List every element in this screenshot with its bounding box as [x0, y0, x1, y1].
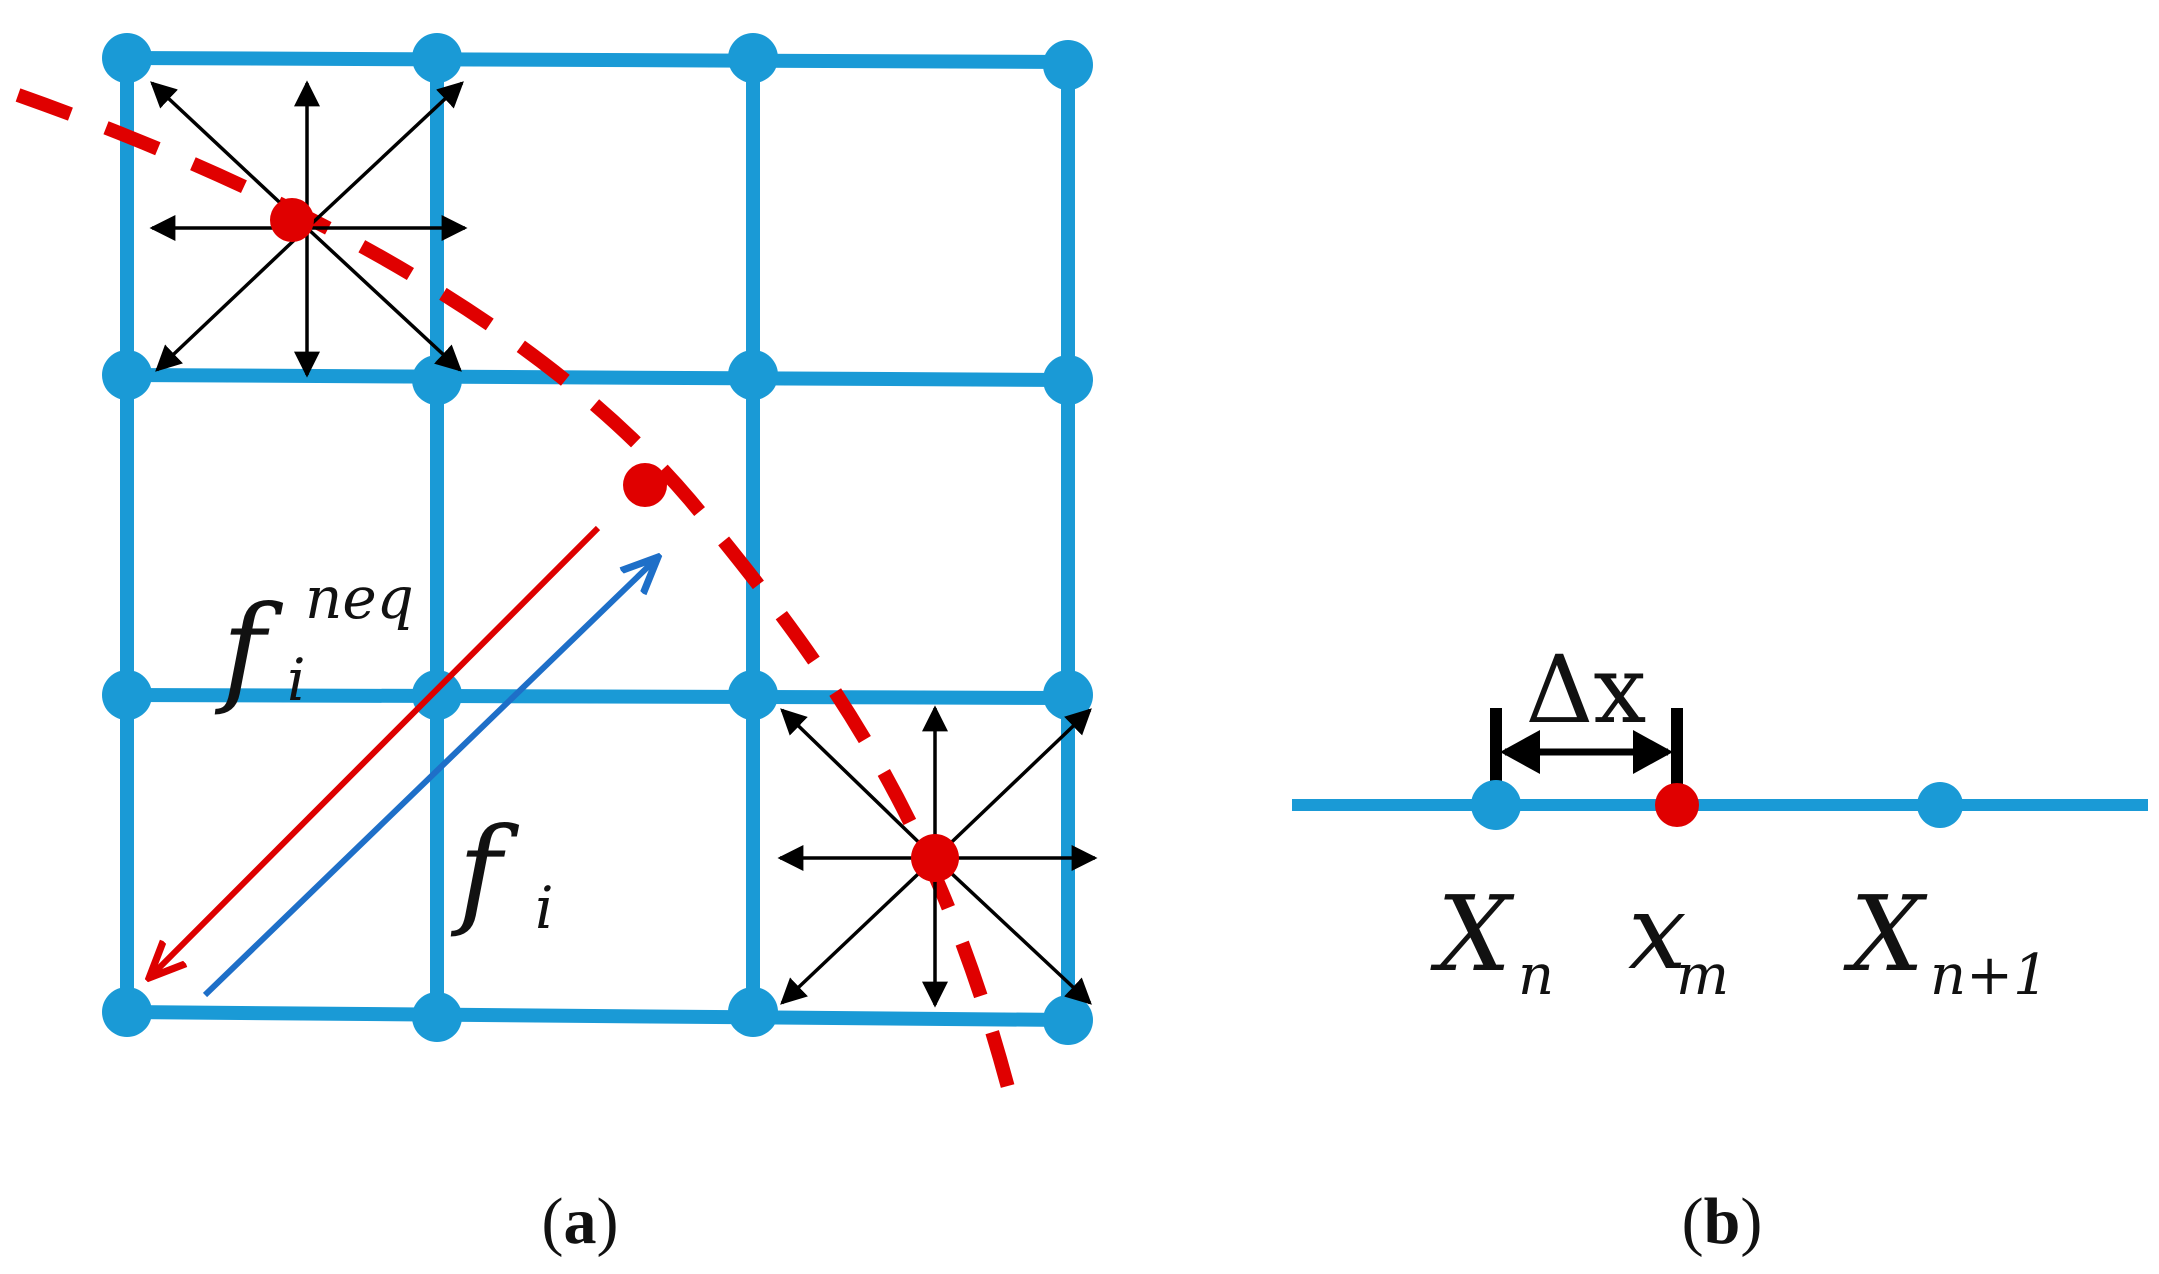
lattice-node	[728, 670, 778, 720]
lattice-node	[728, 987, 778, 1037]
lattice-nodes	[102, 33, 1093, 1045]
grid-line-h2	[120, 368, 1075, 387]
lattice-node	[1043, 40, 1093, 90]
lattice-node	[102, 987, 152, 1037]
lattice-node-xn	[1471, 780, 1521, 830]
label-f-i-base: f	[450, 802, 520, 940]
label-xn-subscript: n	[1518, 943, 1554, 1008]
label-xn1-subscript: n+1	[1930, 943, 2049, 1008]
boundary-point-top	[270, 198, 314, 242]
lattice-node	[1043, 670, 1093, 720]
boundary-point-xm	[1655, 783, 1699, 827]
velocity-arrow	[933, 856, 1092, 1005]
boundary-point-bottom	[911, 834, 959, 882]
lattice-node	[102, 670, 152, 720]
lattice-node	[412, 355, 462, 405]
lattice-node	[412, 992, 462, 1042]
lattice-node	[1043, 355, 1093, 405]
caption-panel-a: (a)	[542, 1185, 619, 1258]
label-f-i-subscript: i	[535, 874, 554, 942]
lattice-node	[1043, 995, 1093, 1045]
lattice-node	[412, 33, 462, 83]
velocity-arrow	[305, 226, 462, 372]
grid-line-h3	[120, 688, 1075, 705]
velocity-arrow	[933, 708, 1092, 860]
lattice-node	[102, 33, 152, 83]
lattice-node	[728, 33, 778, 83]
lattice-node	[102, 350, 152, 400]
delta-x-bracket	[1490, 708, 1683, 790]
label-xn-base: X	[1430, 873, 1515, 995]
neq-distribution-arrow	[152, 525, 601, 975]
lattice-node	[728, 350, 778, 400]
grid-line-h4	[120, 1005, 1075, 1027]
label-xn1-base: X	[1843, 873, 1928, 995]
boundary-point-middle	[623, 463, 667, 507]
curved-boundary-dashed	[15, 88, 1017, 1097]
grid-line-h1	[120, 51, 1075, 69]
panel-a-lattice: f neq i f i (a)	[15, 33, 1098, 1258]
label-f-neq-subscript: i	[287, 646, 306, 714]
caption-panel-b: (b)	[1682, 1185, 1763, 1258]
label-xm-subscript: m	[1676, 943, 1729, 1008]
velocity-arrow	[780, 856, 937, 1005]
panel-b-interpolation: Δx X n x m X n+1 (b)	[1292, 636, 2148, 1258]
lattice-node-xn1	[1917, 782, 1963, 828]
distribution-arrow	[202, 560, 655, 998]
velocity-arrow	[780, 708, 937, 860]
lattice-node	[412, 670, 462, 720]
label-xm-base: x	[1628, 871, 1687, 993]
d2q9-velocity-set-bottom	[777, 705, 1098, 1008]
delta-x-label: Δx	[1526, 636, 1647, 745]
velocity-arrow	[155, 226, 309, 372]
label-f-neq-superscript: neq	[305, 564, 414, 632]
lattice-grid	[120, 51, 1075, 1027]
velocity-arrow	[305, 81, 464, 230]
